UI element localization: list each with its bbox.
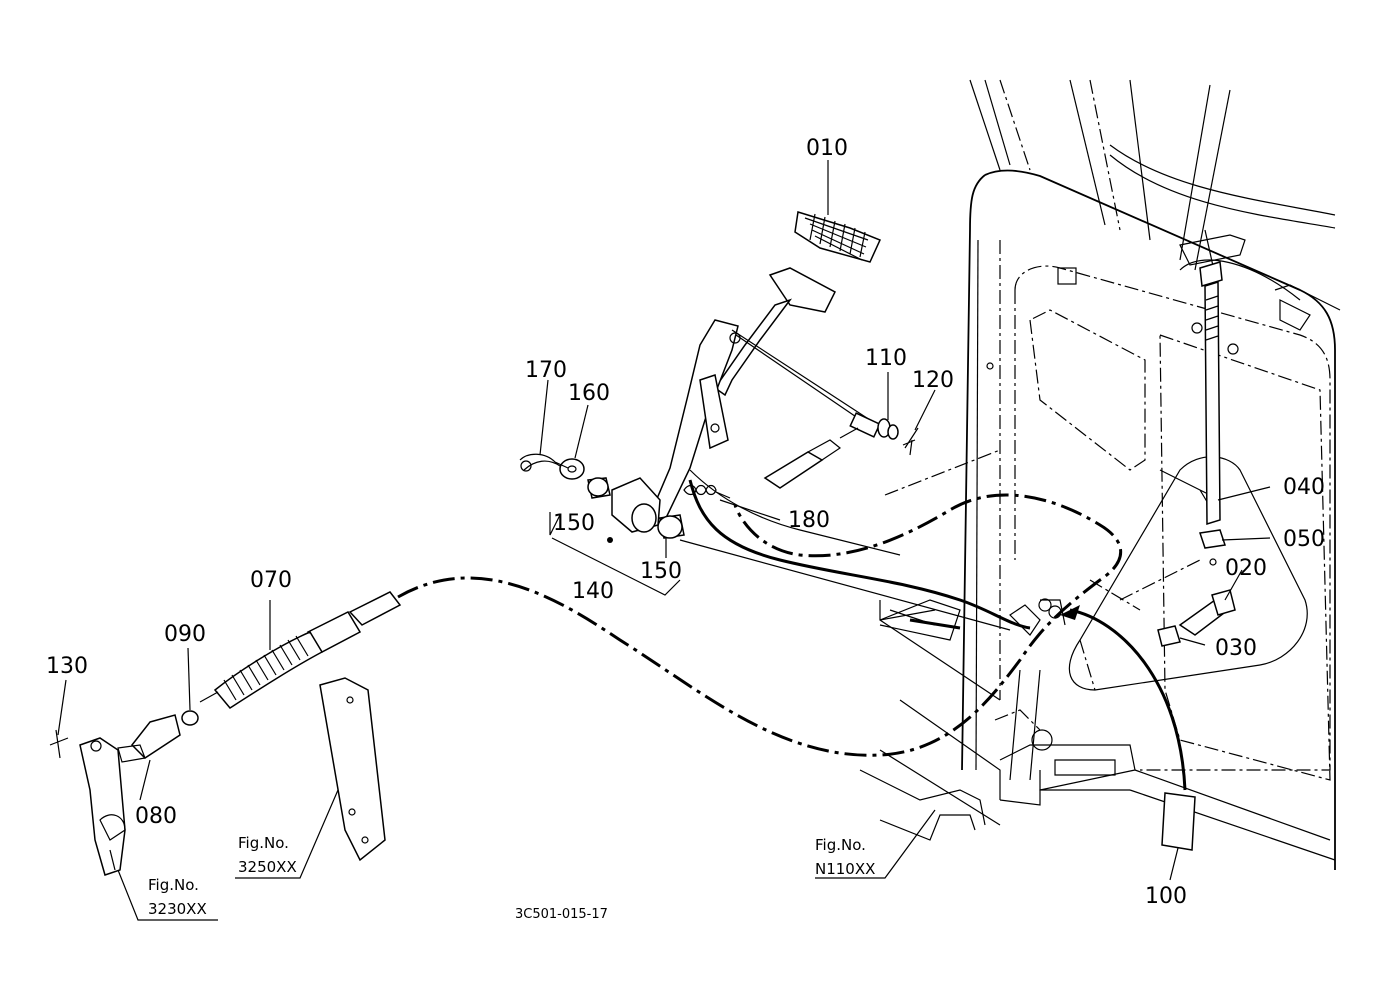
part-label-120: 120 (912, 368, 954, 393)
part-label-100: 100 (1145, 884, 1187, 909)
bolts-drawing (1157, 261, 1236, 647)
cable-adjuster-drawing (49, 591, 402, 876)
part-label-090: 090 (164, 622, 206, 647)
part-label-040: 040 (1283, 475, 1325, 500)
fig-ref-3230-line1: Fig.No. (148, 876, 199, 894)
fig-ref-n110-line1: Fig.No. (815, 836, 866, 854)
part-label-050: 050 (1283, 527, 1325, 552)
drawing-code: 3C501-015-17 (515, 907, 608, 922)
part-label-180: 180 (788, 508, 830, 533)
part-label-170: 170 (525, 358, 567, 383)
part-label-070: 070 (250, 568, 292, 593)
part-label-140: 140 (572, 579, 614, 604)
fig-ref-3230-line2: 3230XX (148, 900, 207, 918)
part-label-080: 080 (135, 804, 177, 829)
part-label-030: 030 (1215, 636, 1257, 661)
cab-frame-drawing (859, 79, 1341, 870)
part-label-160: 160 (568, 381, 610, 406)
part-label-150-right: 150 (640, 559, 682, 584)
cable-drawing (397, 469, 1123, 757)
part-label-020: 020 (1225, 556, 1267, 581)
leader-lines (57, 160, 1271, 921)
fig-ref-3250-line2: 3250XX (238, 858, 297, 876)
part-label-010: 010 (806, 136, 848, 161)
part-label-150-left: 150 (553, 511, 595, 536)
part-label-130: 130 (46, 654, 88, 679)
part-label-110: 110 (865, 346, 907, 371)
label-plate-drawing (1060, 469, 1221, 851)
pedal-assembly-drawing (519, 211, 919, 543)
fig-ref-n110-line2: N110XX (815, 860, 875, 878)
fig-ref-3250-line1: Fig.No. (238, 834, 289, 852)
